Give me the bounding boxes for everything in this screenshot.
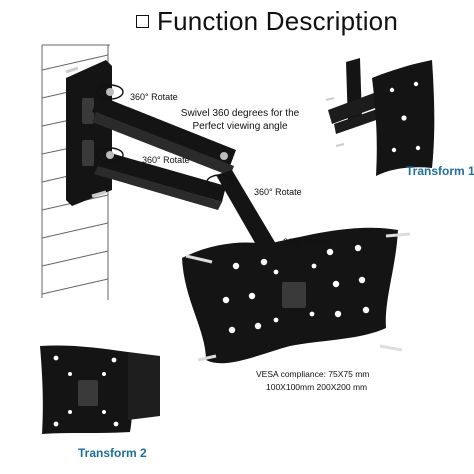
- arm-front: [216, 170, 282, 262]
- empty-square-icon: [136, 14, 149, 28]
- vesa-info: VESA compliance: 75X75 mm 100X100mm 200X…: [256, 368, 369, 394]
- swivel-line-1: Swivel 360 degrees for the: [180, 108, 300, 119]
- wall-plate: [65, 60, 112, 206]
- transform2-image: [40, 345, 160, 434]
- arm-lower: [94, 150, 226, 210]
- arm-upper: [92, 95, 236, 176]
- page-title: Function Description: [136, 6, 436, 36]
- swivel-description: Swivel 360 degrees for the Perfect viewi…: [170, 107, 310, 133]
- rotate-label-4: 360° Rotate: [283, 237, 331, 247]
- vesa-line-1: VESA compliance: 75X75 mm: [256, 369, 370, 379]
- title-text: Function Description: [157, 5, 398, 36]
- vesa-line-2: 100X100mm 200X200 mm: [266, 382, 368, 392]
- tv-plate: [182, 227, 411, 364]
- rotate-label-3: 360° Rotate: [254, 187, 302, 197]
- rotate-label-1: 360° Rotate: [130, 92, 178, 102]
- transform1-caption: Transform 1: [406, 164, 474, 178]
- swivel-line-2: Perfect viewing angle: [192, 121, 288, 132]
- transform2-caption: Transform 2: [78, 446, 147, 460]
- rotate-label-2: 360° Rotate: [142, 155, 190, 165]
- transform1-image: [325, 58, 435, 176]
